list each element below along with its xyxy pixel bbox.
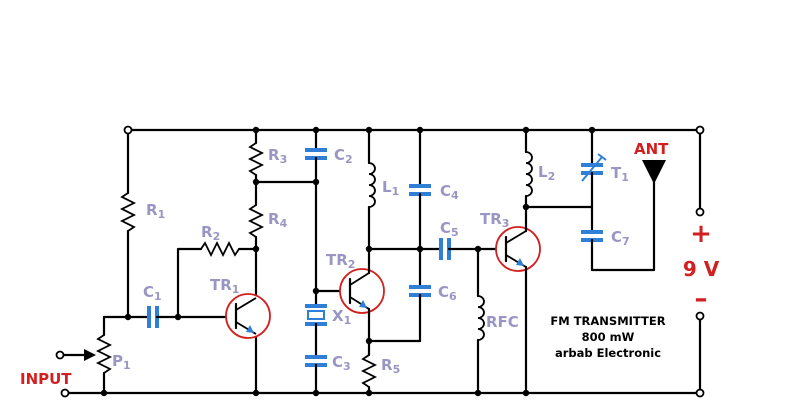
resistor-r1 (119, 128, 137, 319)
transistor-tr3 (495, 226, 541, 395)
resistor-r3 (247, 128, 265, 184)
label-c3: C3 (332, 353, 351, 373)
label-r2: R2 (201, 223, 220, 243)
label-c5: C5 (440, 219, 459, 239)
capacitor-c7 (581, 176, 656, 272)
label-rfc: RFC (486, 313, 519, 331)
label-tr1: TR1 (210, 276, 239, 296)
label-tr2: TR2 (326, 251, 355, 271)
label-c6: C6 (438, 283, 457, 303)
label-c2: C2 (334, 146, 353, 166)
supply-voltage: 9 V (683, 257, 720, 281)
title-line-1: FM TRANSMITTER (550, 314, 665, 328)
label-t1: T1 (611, 164, 629, 184)
antenna-label: ANT (634, 140, 669, 158)
capacitor-c6 (409, 285, 431, 343)
terminals (55, 125, 705, 398)
capacitor-c2 (305, 128, 327, 308)
junction-dots (100, 126, 596, 397)
label-r1: R1 (146, 201, 165, 221)
input-label: INPUT (20, 370, 72, 388)
inductor-rfc (476, 247, 485, 395)
capacitor-c3 (305, 355, 327, 395)
supply-minus: – (695, 284, 708, 314)
supply-plus: + (690, 219, 712, 249)
transistor-tr1 (225, 293, 271, 339)
label-c7: C7 (611, 228, 630, 248)
label-tr3: TR3 (480, 210, 509, 230)
antenna-symbol (642, 160, 666, 184)
inductor-l1 (367, 128, 376, 275)
label-c1: C1 (143, 283, 162, 303)
label-p1: P1 (112, 352, 131, 372)
trimmer-t1 (581, 128, 607, 234)
title-line-2: 800 mW (582, 330, 635, 344)
label-c4: C4 (440, 182, 459, 202)
transistor-tr2 (339, 268, 385, 314)
label-r3: R3 (268, 146, 287, 166)
resistor-r5 (360, 307, 378, 395)
inductor-l2 (524, 128, 533, 233)
label-r5: R5 (381, 356, 400, 376)
capacitor-c1 (126, 306, 233, 328)
label-x1: X1 (332, 307, 351, 327)
capacitor-c4 (409, 128, 431, 289)
potentiometer-p1 (60, 315, 130, 395)
resistor-r4 (247, 180, 265, 395)
label-l2: L2 (538, 163, 555, 183)
label-r4: R4 (268, 210, 288, 230)
crystal-x1 (305, 304, 327, 359)
label-l1: L1 (382, 178, 399, 198)
title-line-3: arbab Electronic (555, 346, 661, 360)
